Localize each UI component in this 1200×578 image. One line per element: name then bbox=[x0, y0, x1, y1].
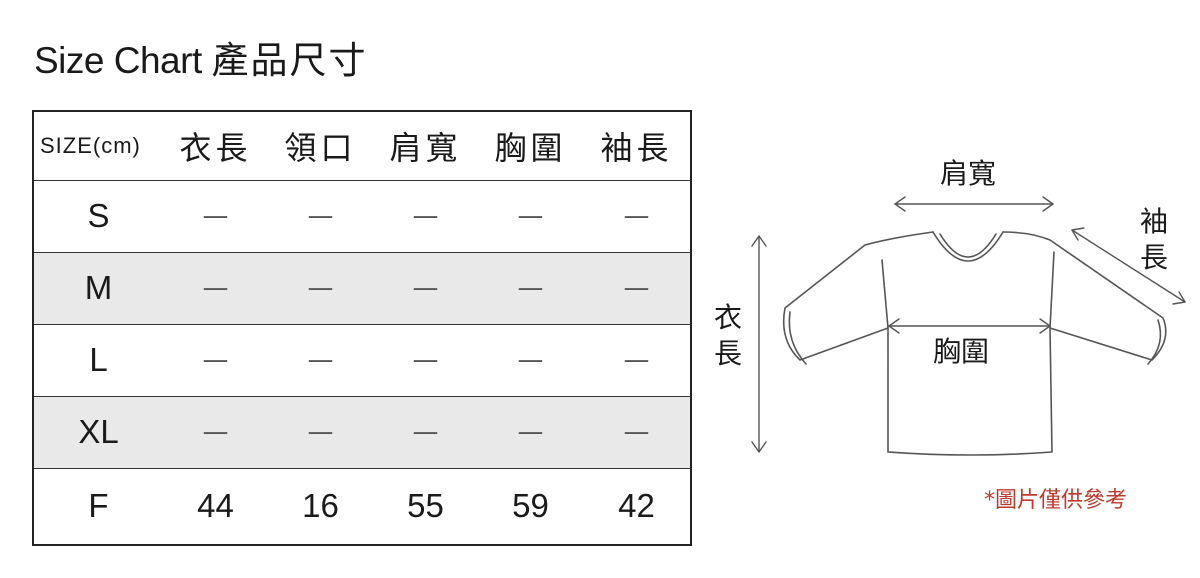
sleeve-label-line1: 袖 bbox=[1139, 205, 1168, 238]
table-cell: — bbox=[623, 273, 650, 303]
size-label: S bbox=[87, 197, 110, 234]
table-cell: 55 bbox=[407, 487, 444, 525]
collar-outer bbox=[932, 231, 1004, 262]
header-length: 衣長 bbox=[179, 128, 252, 167]
table-cell: — bbox=[202, 201, 229, 231]
page-title: Size Chart 產品尺寸 bbox=[34, 36, 368, 86]
header-shoulder: 肩寬 bbox=[389, 128, 462, 167]
table-cell: — bbox=[412, 345, 439, 375]
title-zh: 產品尺寸 bbox=[211, 39, 368, 82]
table-cell: 42 bbox=[618, 487, 655, 525]
header-sleeve: 袖長 bbox=[600, 128, 673, 167]
size-table: SIZE(cm) 衣長 領口 肩寬 胸圍 袖長 S — — — — — M — … bbox=[32, 110, 692, 546]
length-arrowhead-bottom bbox=[751, 441, 767, 453]
table-cell: — bbox=[412, 273, 439, 303]
table-cell: — bbox=[517, 273, 544, 303]
table-cell: — bbox=[202, 417, 229, 447]
sleeve-label: 袖 長 bbox=[1138, 204, 1170, 276]
chest-arrowhead-left bbox=[888, 318, 900, 334]
table-cell: — bbox=[623, 345, 650, 375]
seam-right bbox=[1049, 251, 1055, 329]
length-arrowhead-top bbox=[751, 235, 767, 247]
table-cell: — bbox=[517, 201, 544, 231]
table-cell: — bbox=[307, 345, 334, 375]
table-cell: — bbox=[412, 201, 439, 231]
length-label: 衣 長 bbox=[712, 300, 744, 372]
size-label: XL bbox=[78, 413, 119, 450]
table-row: XL — — — — — bbox=[33, 396, 691, 468]
table-cell: — bbox=[307, 273, 334, 303]
size-label: L bbox=[89, 341, 108, 378]
table-cell: — bbox=[412, 417, 439, 447]
size-label: F bbox=[88, 487, 109, 525]
table-cell: — bbox=[623, 417, 650, 447]
title-en: Size Chart bbox=[34, 40, 202, 81]
seam-left bbox=[881, 259, 889, 329]
chest-label: 胸圍 bbox=[933, 335, 990, 368]
table-cell: — bbox=[517, 417, 544, 447]
length-label-line1: 衣 bbox=[713, 301, 742, 334]
sleeve-arrow bbox=[1071, 229, 1186, 303]
left-cuff bbox=[788, 311, 807, 365]
table-cell: 44 bbox=[197, 487, 234, 525]
header-chest: 胸圍 bbox=[494, 128, 567, 167]
table-cell: 59 bbox=[512, 487, 549, 525]
table-row: F 44 16 55 59 42 bbox=[33, 468, 691, 545]
reference-note: *圖片僅供參考 bbox=[984, 488, 1128, 513]
shirt-outline bbox=[782, 231, 1167, 456]
collar-inner bbox=[939, 233, 997, 258]
size-label: M bbox=[84, 269, 113, 306]
sleeve-arrowhead-top bbox=[1071, 227, 1085, 241]
chest-arrowhead-right bbox=[1039, 318, 1051, 334]
shoulder-arrowhead-left bbox=[894, 196, 906, 212]
table-cell: — bbox=[623, 201, 650, 231]
shoulder-label: 肩寬 bbox=[940, 157, 997, 190]
table-header-row: SIZE(cm) 衣長 領口 肩寬 胸圍 袖長 bbox=[33, 111, 691, 180]
table-row: L — — — — — bbox=[33, 324, 691, 396]
table-cell: — bbox=[202, 273, 229, 303]
table-cell: 16 bbox=[302, 487, 339, 525]
table-row: S — — — — — bbox=[33, 180, 691, 252]
length-label-line2: 長 bbox=[713, 337, 742, 370]
table-cell: — bbox=[202, 345, 229, 375]
table-cell: — bbox=[517, 345, 544, 375]
table-row: M — — — — — bbox=[33, 252, 691, 324]
table-cell: — bbox=[307, 417, 334, 447]
sleeve-arrowhead-bottom bbox=[1172, 291, 1186, 305]
sleeve-label-line2: 長 bbox=[1139, 241, 1168, 274]
table-cell: — bbox=[307, 201, 334, 231]
garment-diagram bbox=[751, 196, 1186, 456]
shoulder-arrowhead-right bbox=[1042, 196, 1054, 212]
header-neck: 領口 bbox=[284, 128, 357, 167]
right-cuff bbox=[1147, 319, 1162, 365]
header-size: SIZE(cm) bbox=[40, 132, 141, 158]
